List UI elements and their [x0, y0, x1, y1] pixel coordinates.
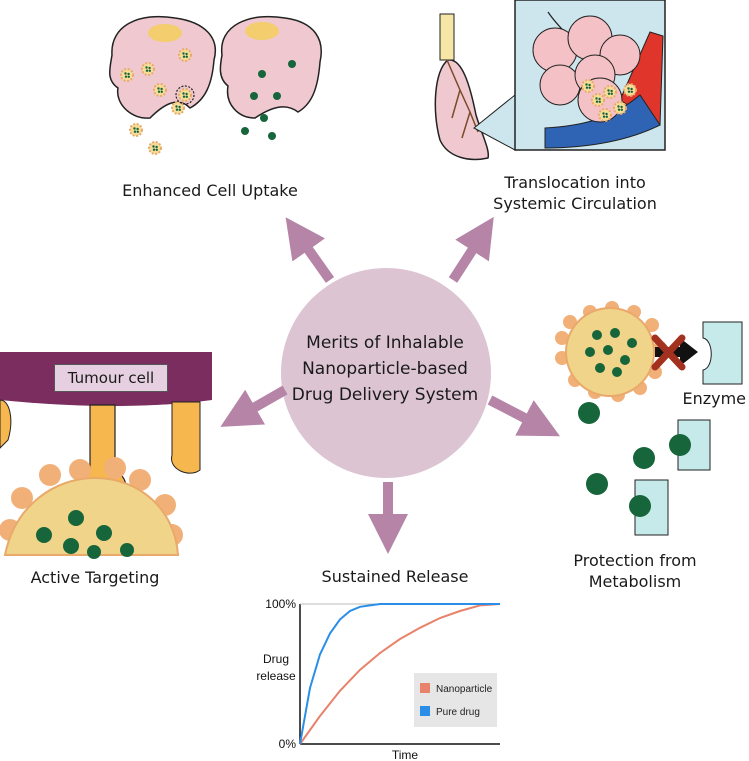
release-label: Sustained Release — [321, 567, 469, 586]
legend-pure-drug: Pure drug — [436, 707, 480, 718]
center-circle — [281, 268, 491, 478]
center-title-line-2: Nanoparticle-based — [302, 359, 468, 379]
arrow-to-protection — [487, 395, 560, 437]
arrow-to-uptake — [285, 217, 335, 283]
y-tick-0: 0% — [279, 737, 297, 751]
legend-swatch-nanoparticle — [420, 683, 430, 693]
receptor-right — [171, 401, 201, 474]
center-title-line-1: Merits of Inhalable — [306, 333, 464, 353]
uptake-illustration — [109, 15, 322, 155]
enzyme-label: Enzyme — [682, 389, 746, 408]
protection-label-line-2: Metabolism — [588, 572, 682, 591]
tumour-cell-label: Tumour cell — [54, 364, 168, 392]
y-axis-label-1: Drug — [263, 652, 289, 666]
cell-right — [219, 15, 322, 119]
translocation-illustration — [434, 0, 666, 161]
protection-label: Protection from Metabolism — [560, 550, 710, 592]
y-tick-100: 100% — [265, 597, 296, 611]
arrow-to-translocation — [448, 216, 494, 283]
translocation-label-line-1: Translocation into — [504, 173, 646, 192]
legend-swatch-pure-drug — [420, 706, 430, 716]
series-line-pure-drug — [299, 603, 500, 745]
arrow-to-enzyme — [655, 338, 698, 366]
nucleus-left — [148, 24, 182, 42]
enzyme-bound-2 — [634, 479, 669, 536]
targeting-label: Active Targeting — [30, 568, 160, 587]
protection-label-line-1: Protection from — [573, 551, 697, 570]
center-title-line-3: Drug Delivery System — [291, 385, 479, 405]
chart-legend-box — [414, 673, 497, 727]
y-axis-label-2: release — [256, 669, 296, 683]
release-chart: Nanoparticle Pure drug 100% 0% Drug rele… — [256, 597, 501, 761]
nucleus-right — [245, 22, 279, 40]
center-title: Merits of Inhalable Nanoparticle-based D… — [285, 330, 485, 408]
enzyme-top — [702, 321, 743, 385]
series-line-nanoparticle — [299, 603, 501, 745]
radial-arrows — [220, 216, 560, 554]
lung — [434, 59, 490, 161]
x-axis-label: Time — [392, 748, 419, 761]
receptor-left — [0, 399, 12, 449]
protection-illustration — [555, 301, 743, 536]
arrow-to-targeting — [220, 385, 288, 427]
translocation-label-line-2: Systemic Circulation — [493, 194, 657, 213]
targeting-illustration — [0, 352, 212, 559]
legend-nanoparticle: Nanoparticle — [436, 684, 493, 695]
uptake-label: Enhanced Cell Uptake — [122, 181, 298, 200]
cross-icon — [651, 334, 686, 371]
translocation-label: Translocation into Systemic Circulation — [480, 172, 670, 214]
